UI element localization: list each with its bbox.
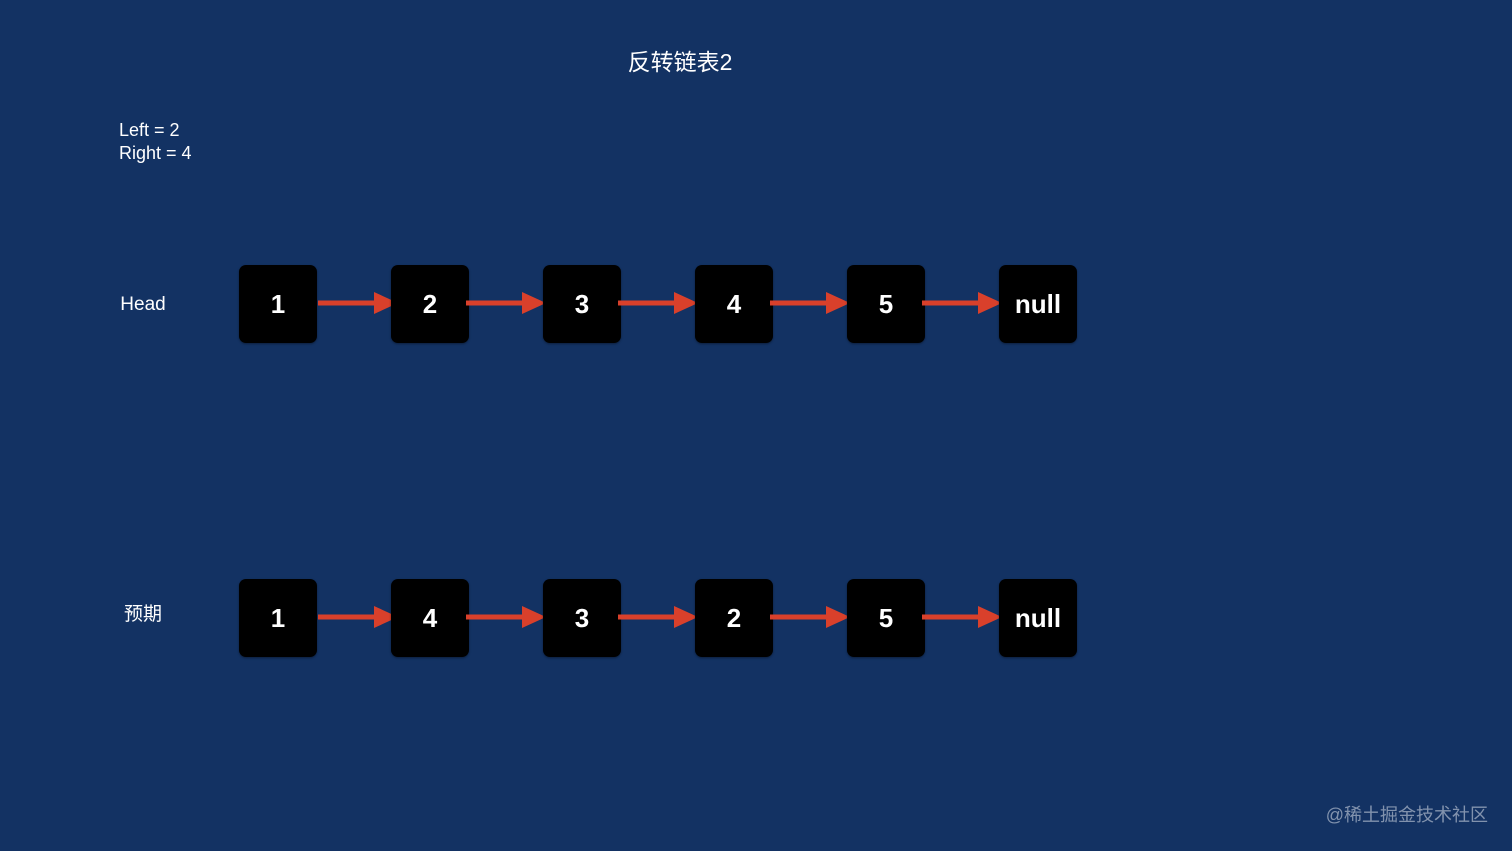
expected-list-row: 预期 1 4 3 2 5 null	[0, 579, 1512, 659]
head-list-row: Head 1 2 3 4 5 null	[0, 265, 1512, 345]
next-arrow-icon	[466, 606, 546, 628]
next-arrow-icon	[922, 292, 1002, 314]
next-arrow-icon	[466, 292, 546, 314]
list-node: 5	[847, 265, 925, 343]
next-arrow-icon	[318, 606, 398, 628]
list-node: 4	[695, 265, 773, 343]
list-node: 5	[847, 579, 925, 657]
left-param: Left = 2	[119, 120, 180, 140]
next-arrow-icon	[618, 606, 698, 628]
list-node: 3	[543, 265, 621, 343]
list-node: 1	[239, 265, 317, 343]
null-node: null	[999, 579, 1077, 657]
head-label: Head	[120, 294, 166, 315]
list-node: 1	[239, 579, 317, 657]
null-node: null	[999, 265, 1077, 343]
list-node: 2	[695, 579, 773, 657]
next-arrow-icon	[922, 606, 1002, 628]
list-node: 3	[543, 579, 621, 657]
right-param: Right = 4	[119, 143, 192, 163]
diagram-title: 反转链表2	[627, 49, 733, 75]
next-arrow-icon	[770, 292, 850, 314]
next-arrow-icon	[618, 292, 698, 314]
params-block: Left = 2 Right = 4	[119, 119, 192, 165]
watermark: @稀土掘金技术社区	[1325, 805, 1488, 825]
next-arrow-icon	[318, 292, 398, 314]
expected-label: 预期	[123, 604, 162, 625]
next-arrow-icon	[770, 606, 850, 628]
list-node: 4	[391, 579, 469, 657]
list-node: 2	[391, 265, 469, 343]
